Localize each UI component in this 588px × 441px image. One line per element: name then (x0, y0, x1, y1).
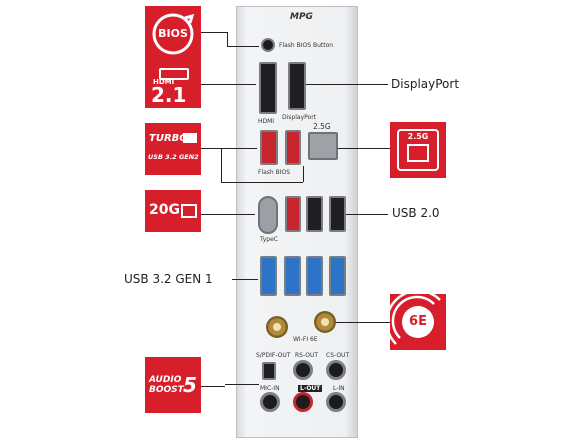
flash-bios-button-label: Flash BIOS Button (279, 42, 334, 49)
callout-line-bios-h (201, 32, 227, 33)
callout-line-hdmi (201, 84, 256, 85)
usb-port-red-3 (285, 196, 301, 232)
callout-line-lan (338, 148, 390, 149)
usb-port-gen2-2 (285, 130, 301, 165)
usb-20g-badge: 20G (145, 190, 201, 232)
callout-line-usb-h (221, 182, 303, 183)
lan-label: 2.5G (313, 122, 331, 131)
callout-line-displayport (306, 84, 388, 85)
bios-refresh-icon (152, 13, 195, 55)
wifi-antenna-1 (266, 316, 288, 338)
rs-out-jack (293, 360, 313, 380)
callout-line-bios-v (227, 32, 228, 46)
wifi-antenna-2 (314, 311, 336, 333)
usb-gen2-text: USB 3.2 GEN2 (148, 153, 199, 161)
usb2-port-1 (306, 196, 323, 232)
mic-in-label: MIC-IN (260, 385, 280, 392)
wifi-6e-badge: 6E (390, 294, 446, 350)
usb-typec-port (258, 196, 278, 234)
bios-badge-text: BIOS (158, 27, 188, 40)
callout-line-usb32 (232, 279, 258, 280)
turbo-usb-badge: TURBO USB 3.2 GEN2 (145, 123, 201, 175)
callout-line-wifi (336, 322, 390, 323)
wifi-icon (390, 294, 441, 345)
callout-line-usb (201, 148, 221, 149)
boost-text: BOOST (149, 385, 184, 395)
typec-label: TypeC (260, 236, 278, 243)
mic-in-jack (260, 392, 280, 412)
spdif-label: S/PDIF-OUT (256, 352, 291, 359)
20g-text: 20G (149, 202, 180, 218)
rj45-port (308, 132, 338, 160)
line-in-jack (326, 392, 346, 412)
wifi-6e-text: 6E (409, 314, 427, 329)
callout-line-usb-v2 (303, 166, 304, 182)
hdmi-port (259, 62, 277, 114)
cs-out-jack (326, 360, 346, 380)
hdmi-badge-top: HDMI (153, 78, 175, 86)
audio-text: AUDIO (149, 375, 182, 385)
usb-port-gen2-1 (260, 130, 278, 165)
callout-line-audio (201, 386, 225, 387)
line-out-jack (293, 392, 313, 412)
hdmi-badge: HDMI 2.1 (145, 62, 201, 108)
lan-badge-text: 2.5G (407, 132, 429, 141)
callout-line-usb-v (221, 148, 222, 182)
callout-line-usb-h2 (221, 148, 257, 149)
usb32-gen1-callout: USB 3.2 GEN 1 (124, 272, 213, 286)
hdmi-badge-version: 2.1 (151, 83, 187, 107)
spdif-port (262, 362, 276, 380)
audio-boost-badge: AUDIO BOOST 5 (145, 357, 201, 413)
usb32-gen1-port-2 (284, 256, 301, 296)
flash-bios-button[interactable] (261, 38, 275, 52)
usb2-port-2 (329, 196, 346, 232)
callout-line-bios-h2 (227, 46, 259, 47)
displayport-label: DisplayPort (282, 114, 317, 121)
usb20-callout: USB 2.0 (392, 206, 440, 220)
rs-out-label: RS-OUT (295, 352, 319, 359)
usb32-gen1-port-3 (306, 256, 323, 296)
wifi-label: WI-FI 6E (293, 336, 318, 343)
usb32-gen1-port-4 (329, 256, 346, 296)
displayport-port (288, 62, 306, 110)
flash-bios-label: Flash BIOS (258, 169, 291, 176)
turbo-text: TURBO (149, 133, 188, 144)
audio-num-text: 5 (183, 373, 197, 397)
bios-badge: BIOS (145, 6, 201, 62)
usb32-gen1-port-1 (260, 256, 277, 296)
mpg-logo: MPG (290, 12, 313, 22)
displayport-callout: DisplayPort (391, 77, 460, 91)
lan-2-5g-badge: 2.5G (390, 122, 446, 178)
callout-line-usb20 (346, 214, 388, 215)
cs-out-label: CS-OUT (326, 352, 350, 359)
l-in-label: L-IN (333, 385, 345, 392)
callout-line-typec (201, 214, 255, 215)
l-out-label: L-OUT (298, 385, 323, 392)
callout-line-audio-2 (225, 384, 259, 385)
hdmi-label: HDMI (258, 118, 275, 125)
